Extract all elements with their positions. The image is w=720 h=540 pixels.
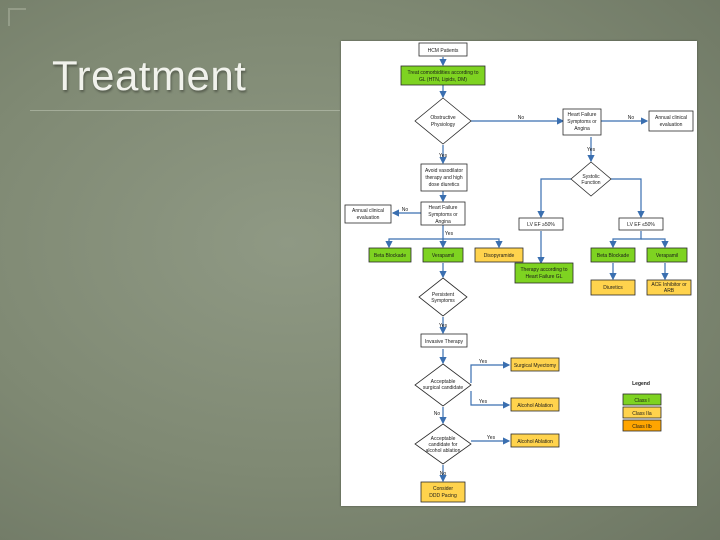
flowchart-nodes xyxy=(344,42,694,503)
label-hf-left-2: Symptoms or xyxy=(428,212,458,218)
label-alcohol-ablation-2: Alcohol Ablation xyxy=(517,439,553,445)
label-therapy-hf-1: Therapy according to xyxy=(521,267,568,273)
label-yes-1: Yes xyxy=(439,153,448,159)
label-systolic-1: Systolic xyxy=(582,174,600,180)
legend-class2b: Class IIb xyxy=(632,424,652,430)
corner-decoration xyxy=(8,8,26,26)
label-no-1: No xyxy=(518,115,525,121)
legend-class2a-swatch xyxy=(622,406,662,419)
node-annual-left xyxy=(344,204,392,224)
label-diuretics: Diuretics xyxy=(603,285,623,291)
label-beta-left: Beta Blockade xyxy=(374,253,406,259)
label-ace-1: ACE Inhibitor or xyxy=(651,282,687,288)
label-treat-2: GL (HTN, Lipids, DM) xyxy=(419,77,467,83)
node-systolic-diamond xyxy=(570,161,612,197)
node-persistent-diamond xyxy=(418,277,468,317)
flowchart-labels: HCM Patients Treat comorbidities accordi… xyxy=(352,48,687,499)
label-ace-2: ARB xyxy=(664,288,675,294)
label-alcohol: Alcohol Ablation xyxy=(517,403,553,409)
node-lvef-hi xyxy=(518,217,564,231)
label-hf-top-1: Heart Failure xyxy=(568,112,597,118)
label-myectomy: Surgical Myectomy xyxy=(514,363,557,369)
node-lvef-lo xyxy=(618,217,664,231)
label-persistent-1: Persistent xyxy=(432,292,455,298)
label-yes-6: Yes xyxy=(479,399,488,405)
label-pacing-2: DDD Pacing xyxy=(429,493,457,499)
node-beta-left xyxy=(368,247,412,263)
label-no-2: No xyxy=(628,115,635,121)
label-yes-2: Yes xyxy=(587,147,596,153)
title-divider xyxy=(30,110,340,111)
legend-class1: Class I xyxy=(634,398,649,404)
label-invasive: Invasive Therapy xyxy=(425,339,463,345)
label-verapamil-left: Verapamil xyxy=(432,253,454,259)
node-ace-arb xyxy=(646,279,692,296)
label-no-3: No xyxy=(402,207,409,213)
label-yes-7: Yes xyxy=(487,435,496,441)
label-alcohol-q-1: Acceptable xyxy=(431,436,456,442)
node-surgical-diamond xyxy=(414,363,472,407)
node-obstructive-diamond xyxy=(414,97,472,145)
label-pacing-1: Consider xyxy=(433,486,453,492)
label-hf-left-3: Angina xyxy=(435,219,451,225)
node-myectomy xyxy=(510,357,560,372)
node-hcm-patients xyxy=(418,42,468,57)
node-therapy-hf xyxy=(514,262,574,284)
node-annual-right xyxy=(648,110,694,132)
node-beta-right xyxy=(590,247,636,263)
label-hf-top-3: Angina xyxy=(574,126,590,132)
label-persistent-2: Symptoms xyxy=(431,298,455,304)
node-verapamil-right xyxy=(646,247,688,263)
node-hf-symptoms-left xyxy=(420,201,466,226)
label-yes-3: Yes xyxy=(445,231,454,237)
label-avoid-2: therapy and high xyxy=(425,175,462,181)
node-invasive-therapy xyxy=(420,333,468,348)
label-alcohol-q-3: alcohol ablation xyxy=(426,448,461,454)
node-alcohol-diamond xyxy=(414,423,472,465)
label-verapamil-right: Verapamil xyxy=(656,253,678,259)
node-treat-comorbidities xyxy=(400,65,486,86)
flowchart-panel: HCM Patients Treat comorbidities accordi… xyxy=(341,41,697,506)
label-therapy-hf-2: Heart Failure GL xyxy=(526,274,563,280)
node-verapamil-left xyxy=(422,247,464,263)
label-lvef-lo: LV EF ≤50% xyxy=(627,222,655,228)
label-obstructive-1: Obstructive xyxy=(430,115,456,121)
label-lvef-hi: LV EF ≥50% xyxy=(527,222,555,228)
node-avoid-vasodilator xyxy=(420,163,468,192)
label-yes-5: Yes xyxy=(479,359,488,365)
node-hf-symptoms-top xyxy=(562,108,602,136)
label-hf-left-1: Heart Failure xyxy=(429,205,458,211)
label-systolic-2: Function xyxy=(581,180,600,186)
node-diuretics xyxy=(590,279,636,296)
node-alcohol-ablation xyxy=(510,397,560,412)
label-treat-1: Treat comorbidities according to xyxy=(408,70,479,76)
label-surgical-q-1: Acceptable xyxy=(431,379,456,385)
label-annual-right-2: evaluation xyxy=(660,122,683,128)
label-annual-left-2: evaluation xyxy=(357,215,380,221)
legend-title: Legend xyxy=(632,381,650,387)
legend-class2b-swatch xyxy=(622,419,662,432)
slide-title: Treatment xyxy=(52,52,247,99)
node-ddd-pacing xyxy=(420,481,466,503)
label-disopyramide: Disopyramide xyxy=(484,253,515,259)
label-no-4: No xyxy=(434,411,441,417)
node-alcohol-ablation-2 xyxy=(510,433,560,448)
label-annual-left-1: Annual clinical xyxy=(352,208,384,214)
flowchart: HCM Patients Treat comorbidities accordi… xyxy=(344,42,694,503)
legend-class1-swatch xyxy=(622,393,662,406)
label-annual-right-1: Annual clinical xyxy=(655,115,687,121)
label-avoid-3: dose diuretics xyxy=(429,182,460,188)
label-avoid-1: Avoid vasodilator xyxy=(425,168,463,174)
label-no-5: No xyxy=(440,471,447,477)
label-alcohol-q-2: candidate for xyxy=(429,442,458,448)
label-yes-4: Yes xyxy=(439,323,448,329)
label-hf-top-2: Symptoms or xyxy=(567,119,597,125)
label-surgical-q-2: surgical candidate xyxy=(423,385,464,391)
label-beta-right: Beta Blockade xyxy=(597,253,629,259)
label-obstructive-2: Physiology xyxy=(431,122,456,128)
label-hcm: HCM Patients xyxy=(428,48,459,54)
connector-lines xyxy=(385,57,669,483)
node-disopyramide xyxy=(474,247,524,263)
legend-class2a: Class IIa xyxy=(632,411,652,417)
